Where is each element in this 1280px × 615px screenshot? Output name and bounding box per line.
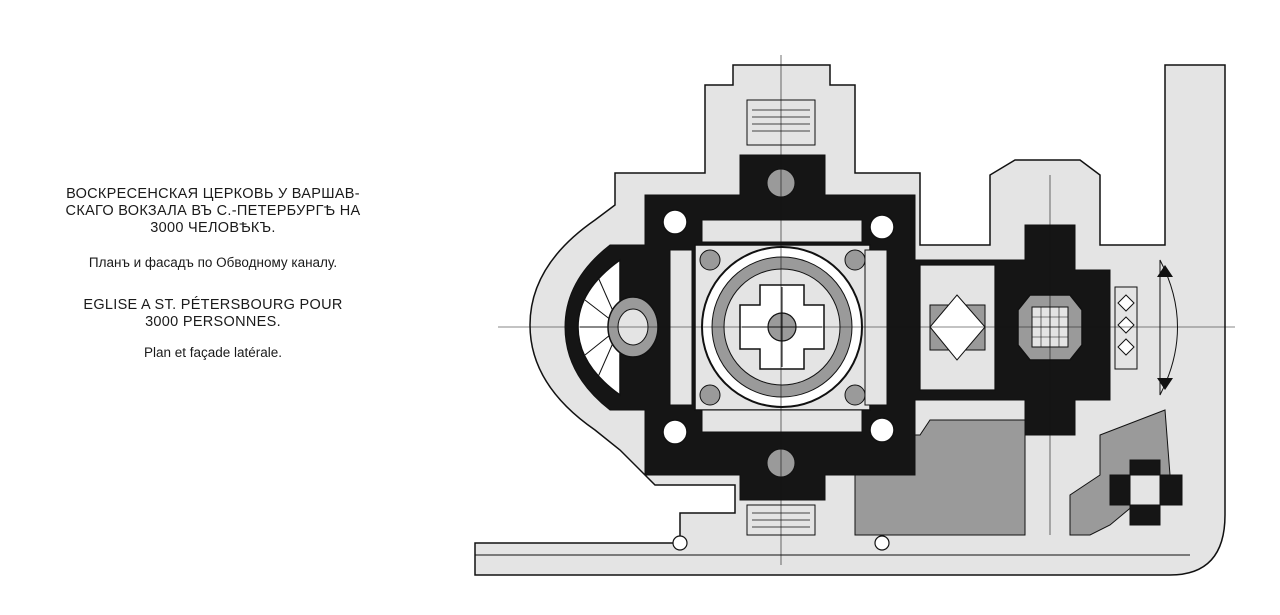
axis-lines [498,55,1235,565]
title-ru-line-3: 3000 ЧЕЛОВѢКЪ. [150,220,276,236]
corner-towers [662,209,895,445]
lamp-posts [672,535,890,551]
east-stairs [1114,259,1178,396]
title-french: EGLISE A ST. PÉTERSBOURG POUR 3000 PERSO… [8,297,418,331]
title-ru-line-1: ВОСКРЕСЕНСКАЯ ЦЕРКОВЬ У ВАРШАВ- [66,186,360,202]
narthex [919,264,996,391]
caption-block: ВОСКРЕСЕНСКАЯ ЦЕРКОВЬ У ВАРШАВ- СКАГО ВО… [8,186,418,360]
title-fr-line-2: 3000 PERSONNES. [145,314,281,330]
subtitle-french: Plan et façade latérale. [143,345,283,360]
title-russian: ВОСКРЕСЕНСКАЯ ЦЕРКОВЬ У ВАРШАВ- СКАГО ВО… [8,186,418,237]
church-floor-plan [474,55,1235,576]
title-ru-line-2: СКАГО ВОКЗАЛА ВЪ С.-ПЕТЕРБУРГѢ НА [65,203,361,219]
title-fr-line-1: EGLISE A ST. PÉTERSBOURG POUR [83,297,343,313]
side-aisles [669,219,888,433]
chapel-outbuilding [1109,459,1183,526]
central-nave [694,244,871,411]
subtitle-russian: Планъ и фасадъ по Обводному каналу. [88,255,338,270]
